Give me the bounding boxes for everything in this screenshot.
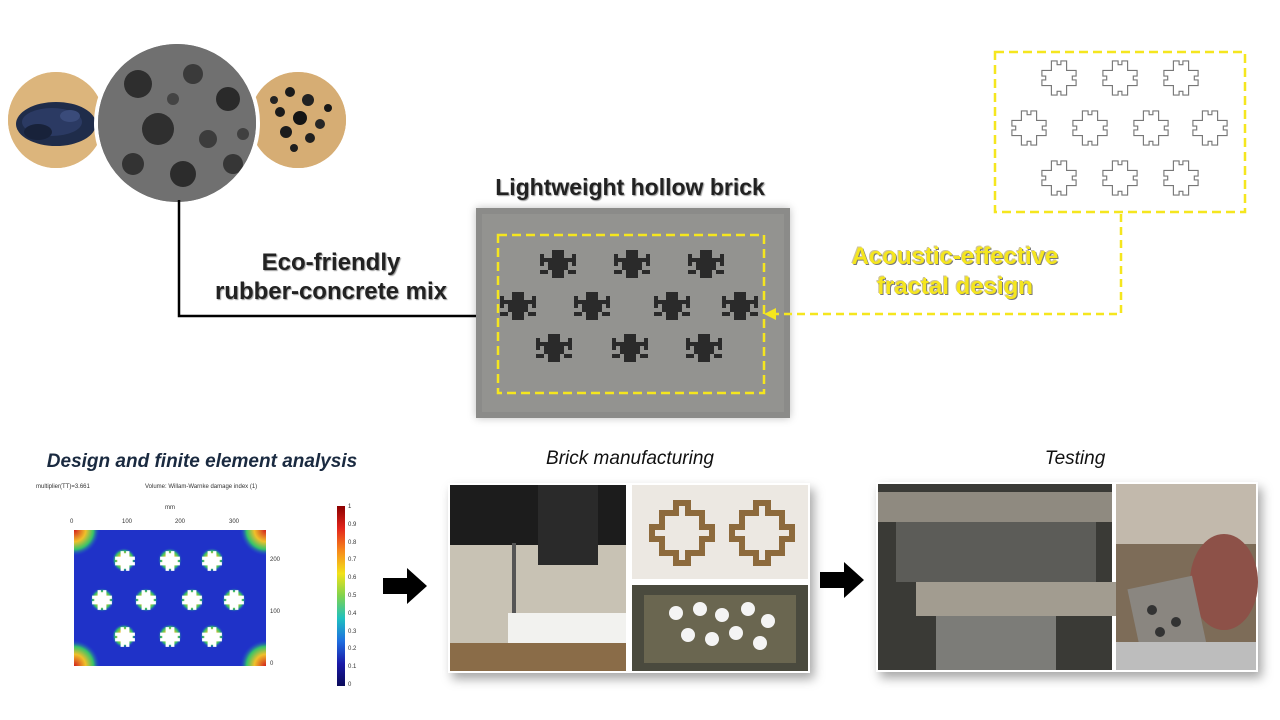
fea-plot-header-left: multiplier(ТТ)=3.661 [36,484,90,490]
hollow-brick-photo [476,208,790,418]
fea-title: Design and finite element analysis [46,451,358,472]
fractal-label-line1: Acoustic-effective [851,243,1059,270]
fea-plot-header-center: Volume: Willam-Warnke damage index (1) [145,484,258,490]
fractal-connector-arrow [764,214,1123,320]
fractal-label-line2: fractal design [876,273,1034,300]
fea-x-tick-3: 200 [175,519,186,525]
arrow-right-icon [383,568,427,604]
colorbar-tick: 0.2 [348,646,357,653]
fractal-design-pattern [993,50,1247,214]
colorbar-tick: 0 [348,681,352,688]
fea-y-tick-1: 200 [270,557,281,563]
fractal-label: Acoustic-effective fractal design [820,242,1090,302]
rubber-concrete-closeup-photo [94,40,260,206]
rubber-granules-photo [8,72,104,168]
fea-y-tick-3: 0 [270,661,274,667]
arrow-right-icon [820,562,864,598]
mix-label: Eco-friendly rubber-concrete mix [186,248,476,306]
colorbar-tick: 0.9 [348,521,357,528]
fea-colorbar-ticks: 1 0.9 0.8 0.7 0.6 0.5 0.4 0.3 0.2 0.1 0 [348,504,368,688]
colorbar-tick: 0.8 [348,539,357,546]
mix-label-line1: Eco-friendly [261,249,401,276]
colorbar-tick: 1 [348,504,352,510]
mix-label-line2: rubber-concrete mix [214,278,448,305]
colorbar-tick: 0.5 [348,592,357,599]
fea-y-tick-2: 100 [270,609,281,615]
fea-x-tick-1: 0 [70,519,74,525]
testing-title: Testing [1044,448,1106,469]
testing-collage [876,482,1258,672]
colorbar-tick: 0.3 [348,628,357,635]
colorbar-tick: 0.4 [348,610,357,617]
rubber-chips-photo [250,72,346,168]
fea-x-tick-4: 300 [229,519,240,525]
fea-x-unit: mm [165,505,175,511]
colorbar-tick: 0.7 [348,557,357,564]
brick-title: Lightweight hollow brick [495,174,765,200]
manufacturing-collage [448,483,810,673]
fea-x-tick-2: 100 [122,519,133,525]
colorbar-tick: 0.6 [348,575,357,582]
manufacturing-title: Brick manufacturing [546,448,714,469]
fea-damage-map [74,530,266,666]
fea-colorbar [337,506,345,686]
colorbar-tick: 0.1 [348,664,357,671]
